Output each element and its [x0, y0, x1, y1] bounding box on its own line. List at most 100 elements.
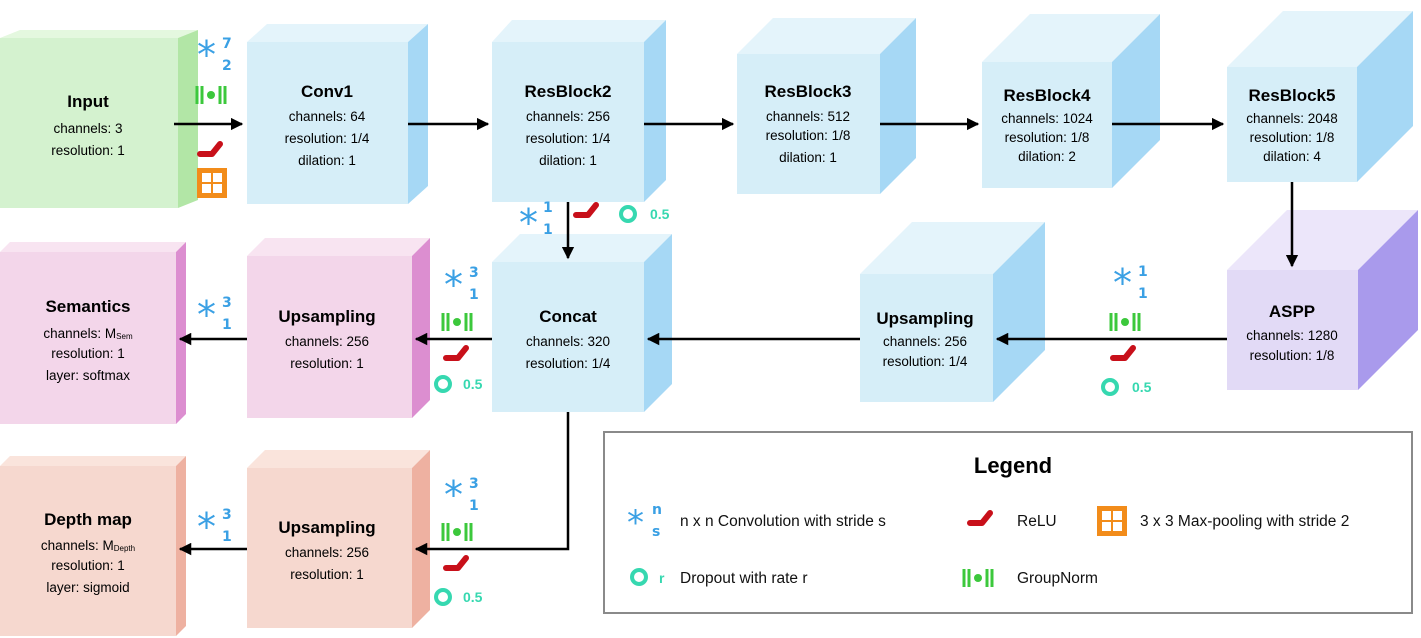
svg-text:*: *: [1113, 261, 1132, 305]
block-input: Input channels: 3 resolution: 1: [0, 30, 198, 208]
ops-aspp-upsampling: * 1 1 0.5: [1101, 261, 1152, 396]
dropout-icon: [434, 588, 452, 606]
block-title: Depth map: [44, 510, 132, 529]
dropout-rate: 0.5: [463, 589, 483, 605]
block-line: channels: MSem: [43, 326, 133, 341]
block-resblock2: ResBlock2 channels: 256 resolution: 1/4 …: [492, 20, 666, 202]
arrows: [174, 117, 1299, 556]
convolution-icon: * 3 1: [197, 293, 232, 337]
convolution-icon: * 1 1: [519, 200, 553, 245]
legend-item-convolution: * n s n x n Convolution with stride s: [627, 502, 886, 543]
dropout-rate: 0.5: [1132, 379, 1152, 395]
legend-label: GroupNorm: [1017, 570, 1098, 587]
dropout-rate: 0.5: [650, 206, 670, 222]
block-title: Upsampling: [876, 309, 973, 328]
block-line: resolution: 1/8: [1250, 348, 1335, 363]
channels-subscript: Depth: [114, 544, 135, 553]
legend: Legend * n s n x n Convolution with stri…: [603, 431, 1413, 614]
relu-icon: [446, 558, 466, 568]
ops-concat-upsampling-sem: * 3 1 0.5: [434, 263, 483, 393]
block-title: ASPP: [1269, 302, 1315, 321]
block-depthmap: Depth map channels: MDepth resolution: 1…: [0, 456, 186, 636]
ops-input-conv1: * 7 2: [195, 33, 232, 198]
block-line: dilation: 1: [779, 150, 837, 165]
relu-icon: [200, 144, 220, 154]
block-title: ResBlock4: [1004, 86, 1091, 105]
block-line: resolution: 1/4: [883, 354, 968, 369]
block-line: resolution: 1/4: [526, 131, 611, 146]
block-line: resolution: 1: [51, 346, 125, 361]
conv-n: 3: [469, 265, 479, 281]
block-title: ResBlock3: [765, 82, 852, 101]
block-line: layer: softmax: [46, 368, 130, 383]
block-resblock5: ResBlock5 channels: 2048 resolution: 1/8…: [1227, 11, 1413, 182]
relu-icon: [576, 205, 596, 215]
conv-n: 1: [1138, 264, 1148, 280]
arrow-concat-upsampling-depth: [414, 412, 570, 556]
svg-text:*: *: [627, 503, 644, 543]
conv-s: 1: [469, 287, 479, 303]
block-title: Semantics: [45, 297, 130, 316]
svg-text:*: *: [444, 473, 463, 517]
ops-res2-concat: * 1 1 0.5: [519, 200, 670, 245]
block-title: ResBlock2: [525, 82, 612, 101]
legend-label: ReLU: [1017, 513, 1057, 530]
block-line: resolution: 1/8: [766, 128, 851, 143]
block-line: channels: 2048: [1246, 111, 1338, 126]
block-line: channels: 256: [285, 334, 369, 349]
conv-s: 2: [222, 58, 232, 74]
block-title: ResBlock5: [1249, 86, 1336, 105]
channels-label: channels: M: [41, 538, 114, 553]
svg-text:*: *: [444, 263, 463, 307]
dropout-icon: [434, 375, 452, 393]
svg-text:*: *: [519, 201, 538, 245]
block-line: channels: 256: [285, 545, 369, 560]
conv-n: 1: [543, 200, 553, 216]
block-line: layer: sigmoid: [46, 580, 129, 595]
conv-n: 7: [222, 36, 232, 52]
conv-n: 3: [469, 476, 479, 492]
block-line: dilation: 2: [1018, 149, 1076, 164]
legend-label: 3 x 3 Max-pooling with stride 2: [1140, 513, 1349, 530]
block-title: Conv1: [301, 82, 353, 101]
conv-n: 3: [222, 507, 232, 523]
svg-text:*: *: [197, 33, 216, 77]
block-title: Concat: [539, 307, 597, 326]
block-upsampling-depth: Upsampling channels: 256 resolution: 1: [247, 450, 430, 628]
block-line: resolution: 1: [51, 558, 125, 573]
channels-subscript: Sem: [116, 332, 133, 341]
block-line: resolution: 1/8: [1005, 130, 1090, 145]
convolution-icon: * 1 1: [1113, 261, 1148, 305]
legend-box: [603, 431, 1413, 614]
maxpool-icon: [1097, 506, 1127, 536]
block-resblock3: ResBlock3 channels: 512 resolution: 1/8 …: [737, 18, 916, 194]
block-line: dilation: 1: [298, 153, 356, 168]
block-line: resolution: 1: [290, 567, 364, 582]
block-line: channels: 256: [883, 334, 967, 349]
dropout-icon: [619, 205, 637, 223]
conv-s: 1: [222, 317, 232, 333]
legend-item-relu: ReLU: [970, 513, 1057, 530]
legend-item-maxpool: 3 x 3 Max-pooling with stride 2: [1097, 506, 1349, 536]
block-title: Upsampling: [278, 307, 375, 326]
svg-text:*: *: [197, 505, 216, 549]
block-semantics: Semantics channels: MSem resolution: 1 l…: [0, 242, 186, 424]
legend-label: n x n Convolution with stride s: [680, 513, 886, 530]
block-line: channels: 320: [526, 334, 610, 349]
block-title: Input: [67, 92, 109, 111]
ops-upsampling-semantics: * 3 1: [197, 293, 232, 337]
dropout-icon: [1101, 378, 1119, 396]
convolution-icon: * 3 1: [444, 473, 479, 517]
groupnorm-icon: [195, 84, 227, 106]
block-line: resolution: 1: [290, 356, 364, 371]
block-upsampling-sem: Upsampling channels: 256 resolution: 1: [247, 238, 430, 418]
block-line: channels: 1024: [1001, 111, 1093, 126]
relu-icon: [1113, 348, 1133, 358]
ops-upsampling-depthmap: * 3 1: [197, 505, 232, 549]
convolution-icon: * 3 1: [197, 505, 232, 549]
block-line: resolution: 1/4: [526, 356, 611, 371]
block-line: channels: 1280: [1246, 328, 1338, 343]
block-line: channels: 256: [526, 109, 610, 124]
convolution-icon: * n s: [627, 502, 662, 543]
